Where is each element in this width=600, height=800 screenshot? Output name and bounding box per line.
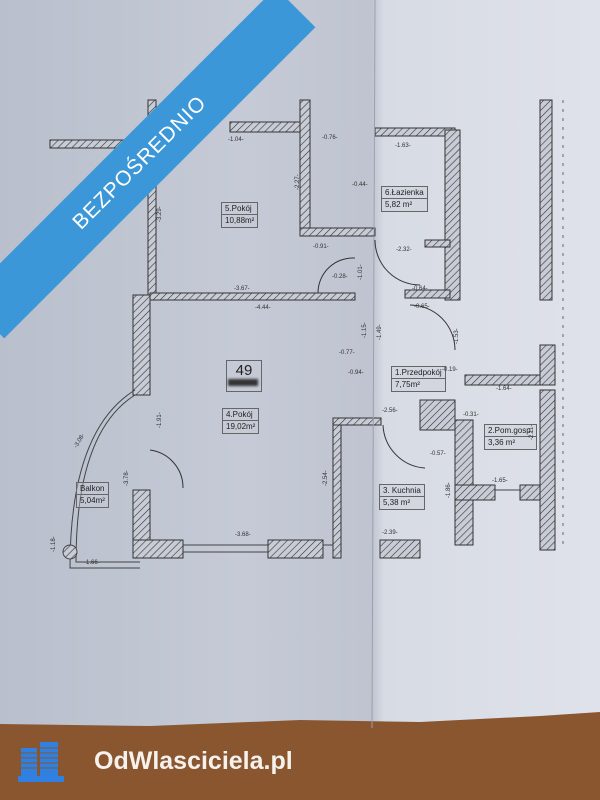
walls — [49, 99, 556, 559]
redacted-area — [228, 379, 258, 386]
dimension: -1.15- — [362, 322, 368, 338]
dimension: -2.27- — [295, 174, 301, 190]
dimension: -1.49- — [377, 324, 383, 340]
dimension: -2.39- — [382, 530, 398, 536]
room-area: 5,04m² — [77, 494, 108, 506]
dimension: -1.04- — [228, 137, 244, 143]
buildings-icon — [18, 742, 64, 782]
dimension: -3.29- — [157, 206, 163, 222]
dimension: -0.76- — [322, 135, 338, 141]
dimension: -0.77- — [339, 350, 355, 356]
room-name: 6.Łazienka — [385, 188, 424, 197]
paper-fold — [371, 0, 376, 728]
room-name: 4.Pokój — [226, 410, 253, 419]
dimension: -0.91- — [313, 244, 329, 250]
room-area: 7,75m² — [392, 378, 445, 390]
dimension: -1.01- — [358, 264, 364, 280]
dimension: -0.94- — [348, 370, 364, 376]
dimension: -1.65- — [492, 478, 508, 484]
room-area: 3,36 m² — [485, 436, 536, 448]
dimension: -0.65- — [414, 304, 430, 310]
windows — [183, 489, 520, 553]
dimension: -0.57- — [430, 451, 446, 457]
dimension: -2.54- — [323, 470, 329, 486]
floor-plan-drawing — [49, 0, 564, 728]
dimension: -3.68- — [235, 532, 251, 538]
room-name: 3. Kuchnia — [383, 486, 421, 495]
dimension: -1.86- — [446, 482, 452, 498]
dimension: -2.11- — [529, 424, 535, 440]
dimension: -1.53- — [454, 328, 460, 344]
room-area: 10,88m² — [222, 214, 258, 226]
room-name: 1.Przedpokój — [395, 368, 442, 377]
apartment-number: 49 — [226, 360, 262, 392]
dimension: -1.66- — [84, 560, 100, 566]
room-name: Balkon — [80, 484, 105, 493]
dimension: -2.32- — [396, 247, 412, 253]
dimension: -1.63- — [395, 143, 411, 149]
room-name: 5.Pokój — [225, 204, 252, 213]
dimension: -0.64- — [412, 286, 428, 292]
dimension: -4.44- — [255, 305, 271, 311]
dimension: -1.91- — [157, 412, 163, 428]
logo-text: OdWlasciciela.pl — [94, 746, 293, 775]
room-name: 2.Pom.gosp. — [488, 426, 533, 435]
room-area: 19,02m² — [223, 420, 259, 432]
dimension: -3.67- — [234, 286, 250, 292]
room-label-pom-gosp: 2.Pom.gosp.3,36 m² — [484, 424, 537, 450]
dimension: -0.19- — [442, 367, 458, 373]
balcony-outline — [62, 389, 140, 569]
dimension: -0.28- — [332, 274, 348, 280]
dimension: -1.64- — [496, 386, 512, 392]
dimension: -0.44- — [352, 182, 368, 188]
dimension: -3.78- — [124, 470, 130, 486]
site-logo[interactable]: OdWlasciciela.pl — [18, 740, 293, 782]
dimension: -0.31- — [463, 412, 479, 418]
room-area: 5,82 m² — [382, 198, 427, 210]
dimension: -1.18- — [51, 536, 57, 552]
door-swings — [149, 239, 456, 489]
room-area: 5,38 m² — [380, 496, 424, 508]
dimension: -2.56- — [382, 408, 398, 414]
